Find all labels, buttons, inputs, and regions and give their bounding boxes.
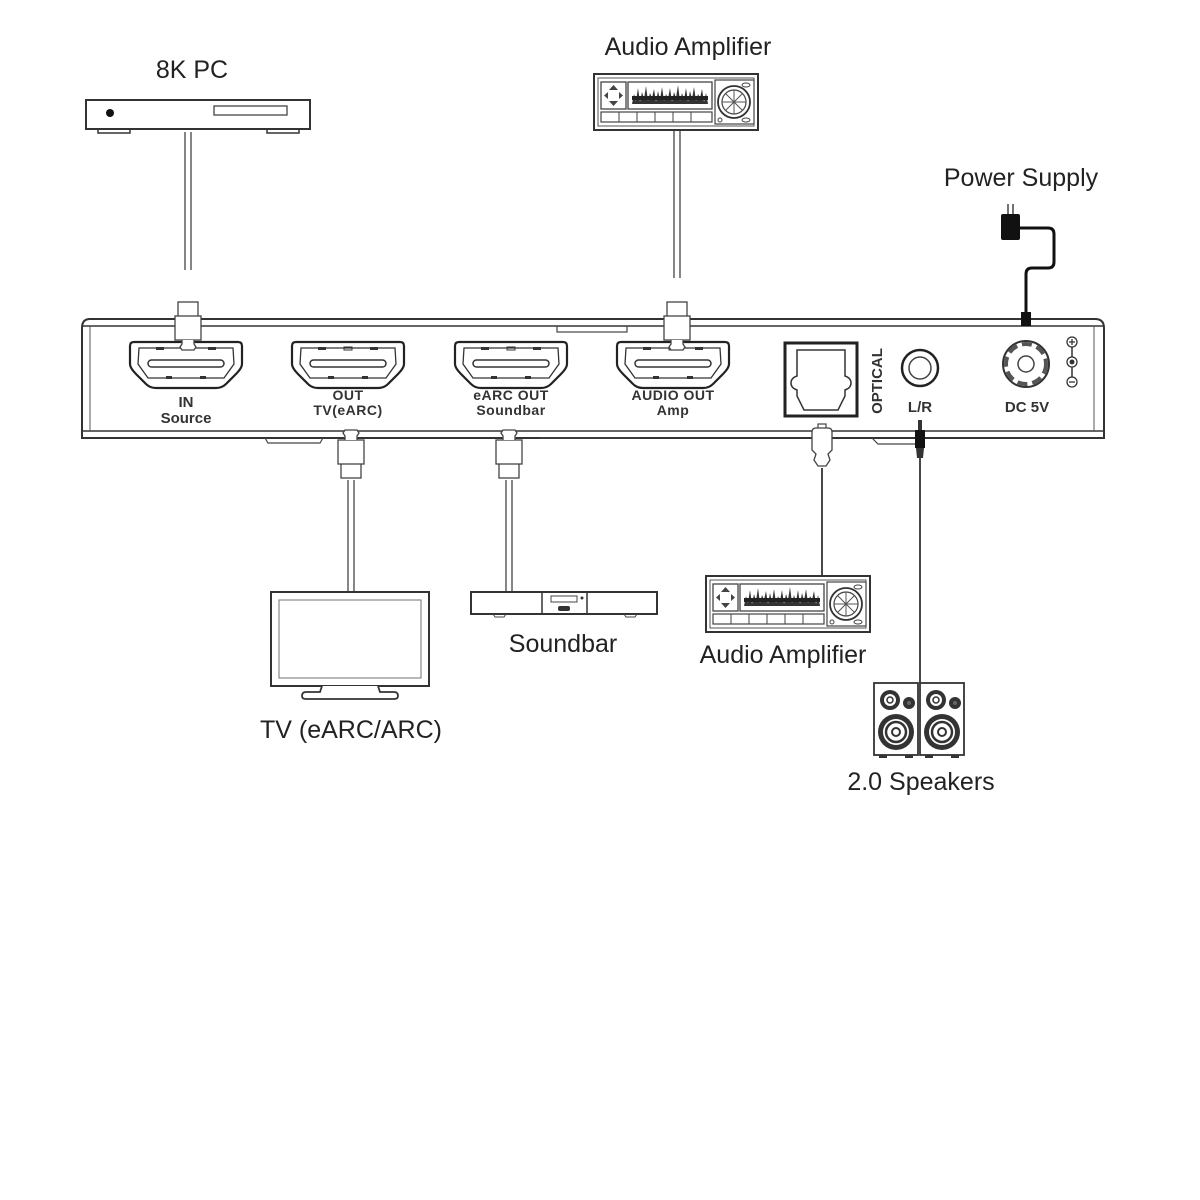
amplifier-top: [592, 72, 760, 132]
port-label-earc-out: eARC OUT: [473, 387, 549, 403]
port-dc-5v[interactable]: [1002, 340, 1050, 388]
label-tv: TV (eARC/ARC): [260, 716, 442, 744]
audio-jack-plug: [915, 420, 925, 458]
label-8k-pc: 8K PC: [156, 56, 228, 84]
cable-power: [1018, 226, 1056, 318]
port-optical[interactable]: [783, 341, 859, 418]
port-label-soundbar: Soundbar: [476, 402, 545, 418]
port-label-dc-5v: DC 5V: [1005, 399, 1049, 416]
cable-audio-out-to-amp: [673, 130, 681, 278]
hub-device: [81, 318, 1105, 445]
tv-device: [270, 591, 430, 700]
cable-earc-to-soundbar: [505, 480, 513, 592]
port-label-in: IN: [179, 394, 194, 411]
label-soundbar: Soundbar: [509, 630, 617, 658]
port-label-amp: Amp: [657, 402, 690, 418]
optical-plug: [811, 423, 833, 467]
label-audio-amplifier-top: Audio Amplifier: [605, 33, 772, 61]
port-label-optical: OPTICAL: [869, 348, 886, 414]
speaker-left: [872, 681, 920, 760]
label-audio-amplifier-bottom: Audio Amplifier: [700, 641, 867, 669]
port-label-lr: L/R: [908, 399, 932, 416]
speaker-right: [918, 681, 966, 760]
soundbar-device: [470, 591, 658, 618]
port-label-audio-out: AUDIO OUT: [631, 387, 714, 403]
port-label-out: OUT: [332, 387, 363, 403]
cable-pc-to-in: [184, 132, 192, 270]
label-power-supply: Power Supply: [944, 164, 1099, 192]
label-speakers: 2.0 Speakers: [847, 768, 994, 796]
power-adapter-icon: [1001, 204, 1020, 240]
port-lr[interactable]: [900, 348, 940, 388]
amplifier-bottom: [704, 574, 872, 634]
dc-plug: [1021, 312, 1031, 326]
polarity-icon: [1066, 336, 1078, 388]
port-label-source: Source: [161, 410, 212, 427]
cable-out-to-tv: [347, 480, 355, 592]
port-label-tv-earc: TV(eARC): [313, 402, 382, 418]
pc-device: [85, 99, 311, 134]
